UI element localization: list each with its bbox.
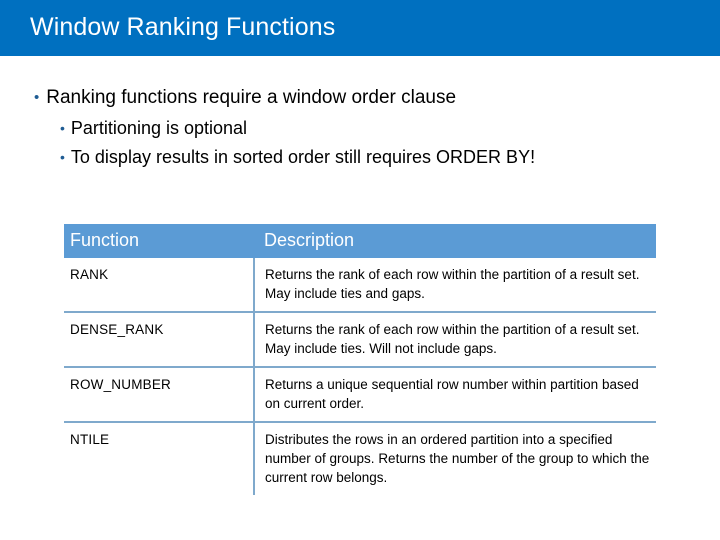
list-item-label: Partitioning is optional xyxy=(70,118,248,138)
functions-table: Function Description RANK Returns the ra… xyxy=(64,224,656,495)
bullet-dot-icon: • xyxy=(34,89,40,106)
table-row: NTILE Distributes the rows in an ordered… xyxy=(64,421,656,495)
cell-function: DENSE_RANK xyxy=(64,311,254,367)
list-item-label: To display results in sorted order still… xyxy=(70,147,536,167)
column-header-description: Description xyxy=(254,224,656,258)
cell-description: Returns the rank of each row within the … xyxy=(253,311,656,367)
table-header-row: Function Description xyxy=(64,224,656,258)
list-item: • Partitioning is optional xyxy=(0,115,720,142)
cell-description: Returns a unique sequential row number w… xyxy=(253,366,656,422)
table-header: Function Description xyxy=(64,224,656,258)
cell-description: Distributes the rows in an ordered parti… xyxy=(253,421,656,495)
bullet-dot-icon: • xyxy=(60,120,65,136)
table-row: ROW_NUMBER Returns a unique sequential r… xyxy=(64,366,656,422)
functions-table-wrapper: Function Description RANK Returns the ra… xyxy=(64,224,656,495)
cell-description: Returns the rank of each row within the … xyxy=(253,258,656,312)
table-row: RANK Returns the rank of each row within… xyxy=(64,258,656,312)
table-row: DENSE_RANK Returns the rank of each row … xyxy=(64,311,656,367)
page-title: Window Ranking Functions xyxy=(30,13,336,41)
column-header-function: Function xyxy=(64,224,254,258)
slide-title-bar: Window Ranking Functions xyxy=(0,0,720,56)
cell-function: NTILE xyxy=(64,421,254,495)
list-item-label: Ranking functions require a window order… xyxy=(46,87,457,108)
cell-function: ROW_NUMBER xyxy=(64,366,254,422)
table-body: RANK Returns the rank of each row within… xyxy=(64,258,656,495)
bullet-dot-icon: • xyxy=(60,149,65,165)
list-item: • To display results in sorted order sti… xyxy=(0,144,720,171)
cell-function: RANK xyxy=(64,258,254,312)
list-item: • Ranking functions require a window ord… xyxy=(0,84,720,112)
bullet-list: • Ranking functions require a window ord… xyxy=(0,84,720,173)
